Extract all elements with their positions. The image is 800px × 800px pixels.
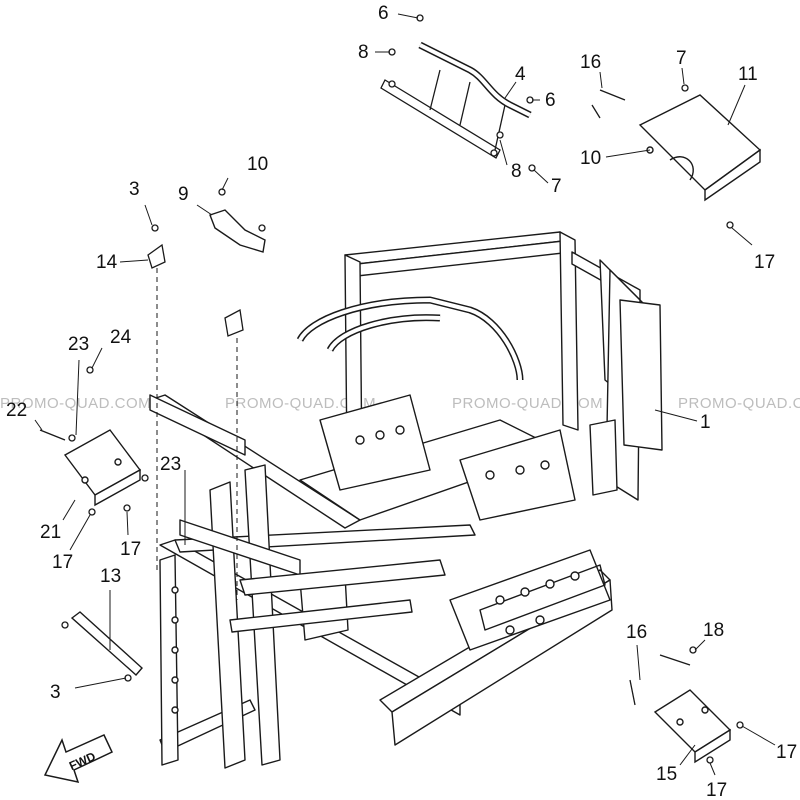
hardware (39, 14, 744, 764)
watermark-4: PROMO-QUAD.COM (678, 395, 800, 412)
callout-11: 11 (738, 64, 758, 85)
callout-6: 6 (545, 90, 556, 111)
forward-arrow-icon: FWD (43, 734, 113, 784)
leader-lines (34, 13, 776, 776)
callout-10: 10 (247, 154, 268, 175)
part-11-plate (638, 94, 762, 202)
callout-17: 17 (706, 780, 727, 800)
callout-23: 23 (68, 334, 89, 355)
part-4-tube-assembly (380, 41, 532, 159)
callout-23: 23 (160, 454, 181, 475)
callout-4: 4 (515, 64, 526, 85)
alignment-lines (156, 268, 238, 600)
watermark-2: PROMO-QUAD.COM (225, 395, 376, 412)
callout-labels: 6 8 4 6 8 7 16 7 11 10 17 10 3 9 14 23 2… (6, 3, 797, 800)
callout-7: 7 (676, 48, 687, 69)
watermark-1: PROMO-QUAD.COM (0, 395, 151, 412)
callout-7: 7 (551, 176, 562, 197)
callout-3: 3 (129, 179, 140, 200)
part-21-mount (63, 429, 142, 507)
callout-8: 8 (511, 161, 522, 182)
callout-21: 21 (40, 522, 61, 543)
callout-8: 8 (358, 42, 369, 63)
part-14-bracket (147, 243, 244, 337)
callout-9: 9 (178, 184, 189, 205)
callout-22: 22 (6, 400, 27, 421)
callout-6: 6 (378, 3, 389, 24)
part-15-mount (653, 689, 732, 764)
callout-17: 17 (52, 552, 73, 573)
main-frame (149, 231, 663, 769)
callout-24: 24 (110, 327, 132, 348)
callout-18: 18 (703, 620, 724, 641)
callout-16: 16 (580, 52, 601, 73)
callout-17: 17 (120, 539, 141, 560)
part-13-strap (70, 611, 143, 676)
callout-15: 15 (656, 764, 677, 785)
callout-10: 10 (580, 148, 601, 169)
callout-14: 14 (96, 252, 118, 273)
callout-13: 13 (100, 566, 121, 587)
callout-17: 17 (754, 252, 775, 273)
callout-17: 17 (776, 742, 797, 763)
watermark-3: PROMO-QUAD.COM (452, 395, 603, 412)
callout-1: 1 (700, 412, 711, 433)
part-9-bracket (209, 209, 266, 253)
callout-16: 16 (626, 622, 647, 643)
callout-3: 3 (50, 682, 61, 703)
